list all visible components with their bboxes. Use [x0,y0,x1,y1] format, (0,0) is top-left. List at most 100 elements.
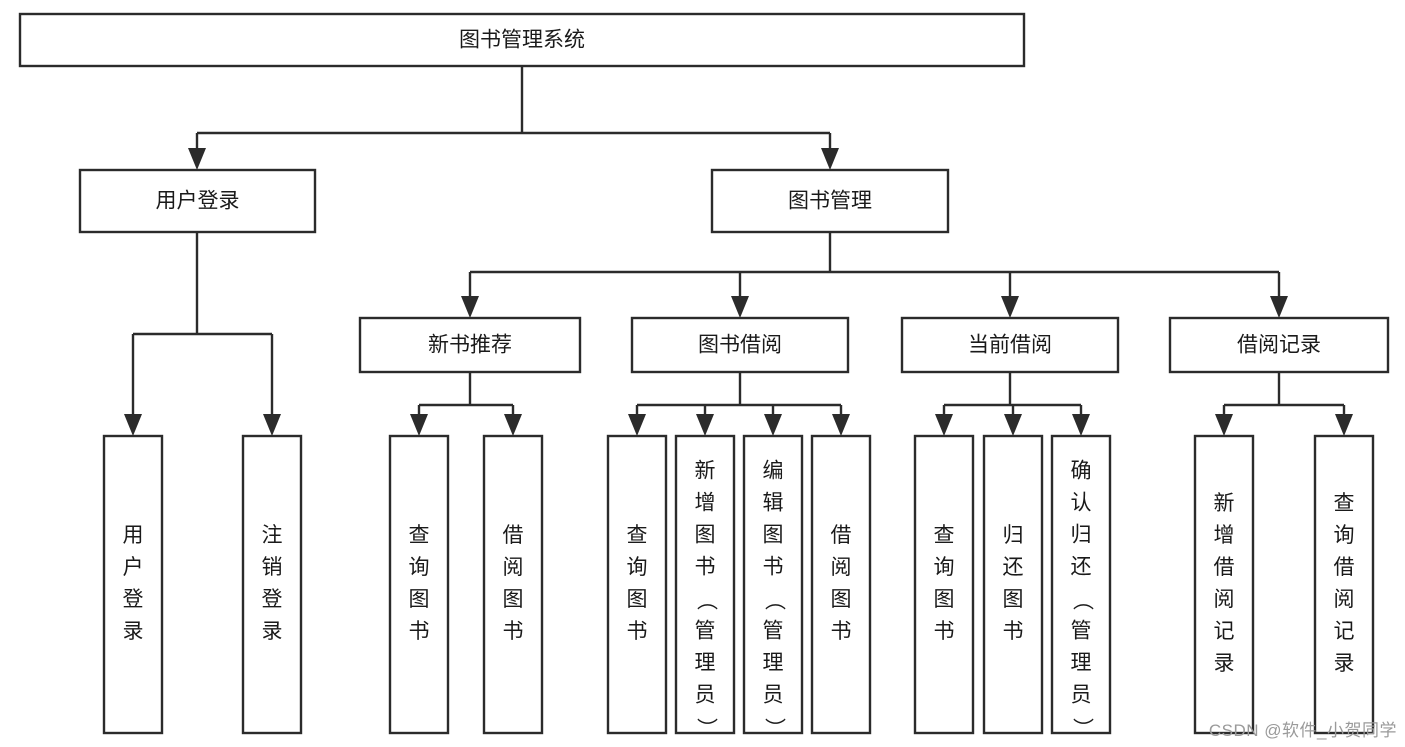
node-box-leaf-add-borrow-record[interactable] [1193,434,1255,735]
node-label-char: 图 [934,588,955,611]
node-label-char: 理 [695,652,716,675]
connectors-layer [124,66,1353,436]
node-label-new-book-recommend: 新书推荐 [428,334,512,357]
node-label-char: 查 [409,524,430,547]
node-borrow-record[interactable]: 借阅记录 [1168,316,1390,374]
node-label-char: 查 [1334,492,1355,515]
node-label-char: 录 [1334,652,1355,675]
node-label-char: 用 [123,524,144,547]
node-label-char: 员 [763,684,784,707]
arrow-head-icon [764,414,782,436]
node-box-root[interactable] [18,12,1026,68]
node-label-char: 借 [831,524,852,547]
node-box-leaf-query-book-current[interactable] [913,434,975,735]
node-label-char: 录 [1214,652,1235,675]
node-label-char: 阅 [1214,588,1235,611]
node-book-manage[interactable]: 图书管理 [710,168,950,234]
node-box-book-manage[interactable] [710,168,950,234]
node-label-char: 理 [1071,652,1092,675]
node-box-leaf-query-book-recommend[interactable] [388,434,450,735]
node-label-char: 新 [1214,492,1235,515]
arrow-head-icon [731,296,749,318]
node-label-char: ） [1070,718,1093,739]
node-label-char: 图 [409,588,430,611]
node-label-book-manage: 图书管理 [788,190,872,213]
node-label-char: 询 [934,556,955,579]
node-root[interactable]: 图书管理系统 [18,12,1026,68]
node-label-char: 阅 [503,556,524,579]
node-box-leaf-user-login[interactable] [102,434,164,735]
node-new-book-recommend[interactable]: 新书推荐 [358,316,582,374]
node-box-leaf-edit-book-admin[interactable] [742,434,804,735]
node-label-char: 认 [1071,492,1092,515]
node-label-root: 图书管理系统 [459,29,585,52]
node-label-char: （ [762,590,785,611]
node-label-char: （ [694,590,717,611]
node-label-char: 还 [1003,556,1024,579]
node-book-borrow[interactable]: 图书借阅 [630,316,850,374]
node-label-char: 询 [1334,524,1355,547]
node-label-char: 理 [763,652,784,675]
node-box-leaf-return-book[interactable] [982,434,1044,735]
node-label-char: 书 [763,556,784,579]
arrow-head-icon [263,414,281,436]
node-label-char: 销 [262,556,283,579]
node-box-new-book-recommend[interactable] [358,316,582,374]
node-label-char: ） [762,718,785,739]
node-box-leaf-query-borrow-record[interactable] [1313,434,1375,735]
arrow-head-icon [1072,414,1090,436]
node-label-char: 书 [1003,620,1024,643]
arrow-head-icon [821,148,839,170]
node-box-leaf-borrow-book-recommend[interactable] [482,434,544,735]
node-label-char: 借 [1214,556,1235,579]
node-label-char: 编 [763,460,784,483]
node-label-char: 借 [1334,556,1355,579]
node-label-char: 书 [627,620,648,643]
node-user-login[interactable]: 用户登录 [78,168,317,234]
node-label-char: 记 [1334,620,1355,643]
node-label-char: 查 [934,524,955,547]
node-box-book-borrow[interactable] [630,316,850,374]
node-label-char: 书 [695,556,716,579]
arrow-head-icon [188,148,206,170]
node-label-char: 询 [627,556,648,579]
node-label-char: 书 [831,620,852,643]
node-label-char: 户 [123,556,144,579]
node-box-leaf-user-logout[interactable] [241,434,303,735]
node-box-leaf-confirm-return-admin[interactable] [1050,434,1112,735]
node-label-user-login: 用户登录 [156,190,240,213]
node-box-user-login[interactable] [78,168,317,234]
node-current-borrow[interactable]: 当前借阅 [900,316,1120,374]
node-label-char: 归 [1003,524,1024,547]
node-label-char: 图 [1003,588,1024,611]
node-label-char: 录 [123,620,144,643]
node-box-leaf-borrow-book[interactable] [810,434,872,735]
node-label-char: 图 [763,524,784,547]
node-box-current-borrow[interactable] [900,316,1120,374]
arrow-head-icon [696,414,714,436]
node-label-current-borrow: 当前借阅 [968,334,1052,357]
arrow-head-icon [935,414,953,436]
node-box-leaf-query-book-borrow[interactable] [606,434,668,735]
node-label-char: 查 [627,524,648,547]
node-label-char: （ [1070,590,1093,611]
arrow-head-icon [1001,296,1019,318]
arrow-head-icon [124,414,142,436]
node-box-borrow-record[interactable] [1168,316,1390,374]
node-box-leaf-add-book-admin[interactable] [674,434,736,735]
node-leaf-user-login[interactable]: 用户登录 [102,434,164,735]
node-label-char: 管 [1071,620,1092,643]
